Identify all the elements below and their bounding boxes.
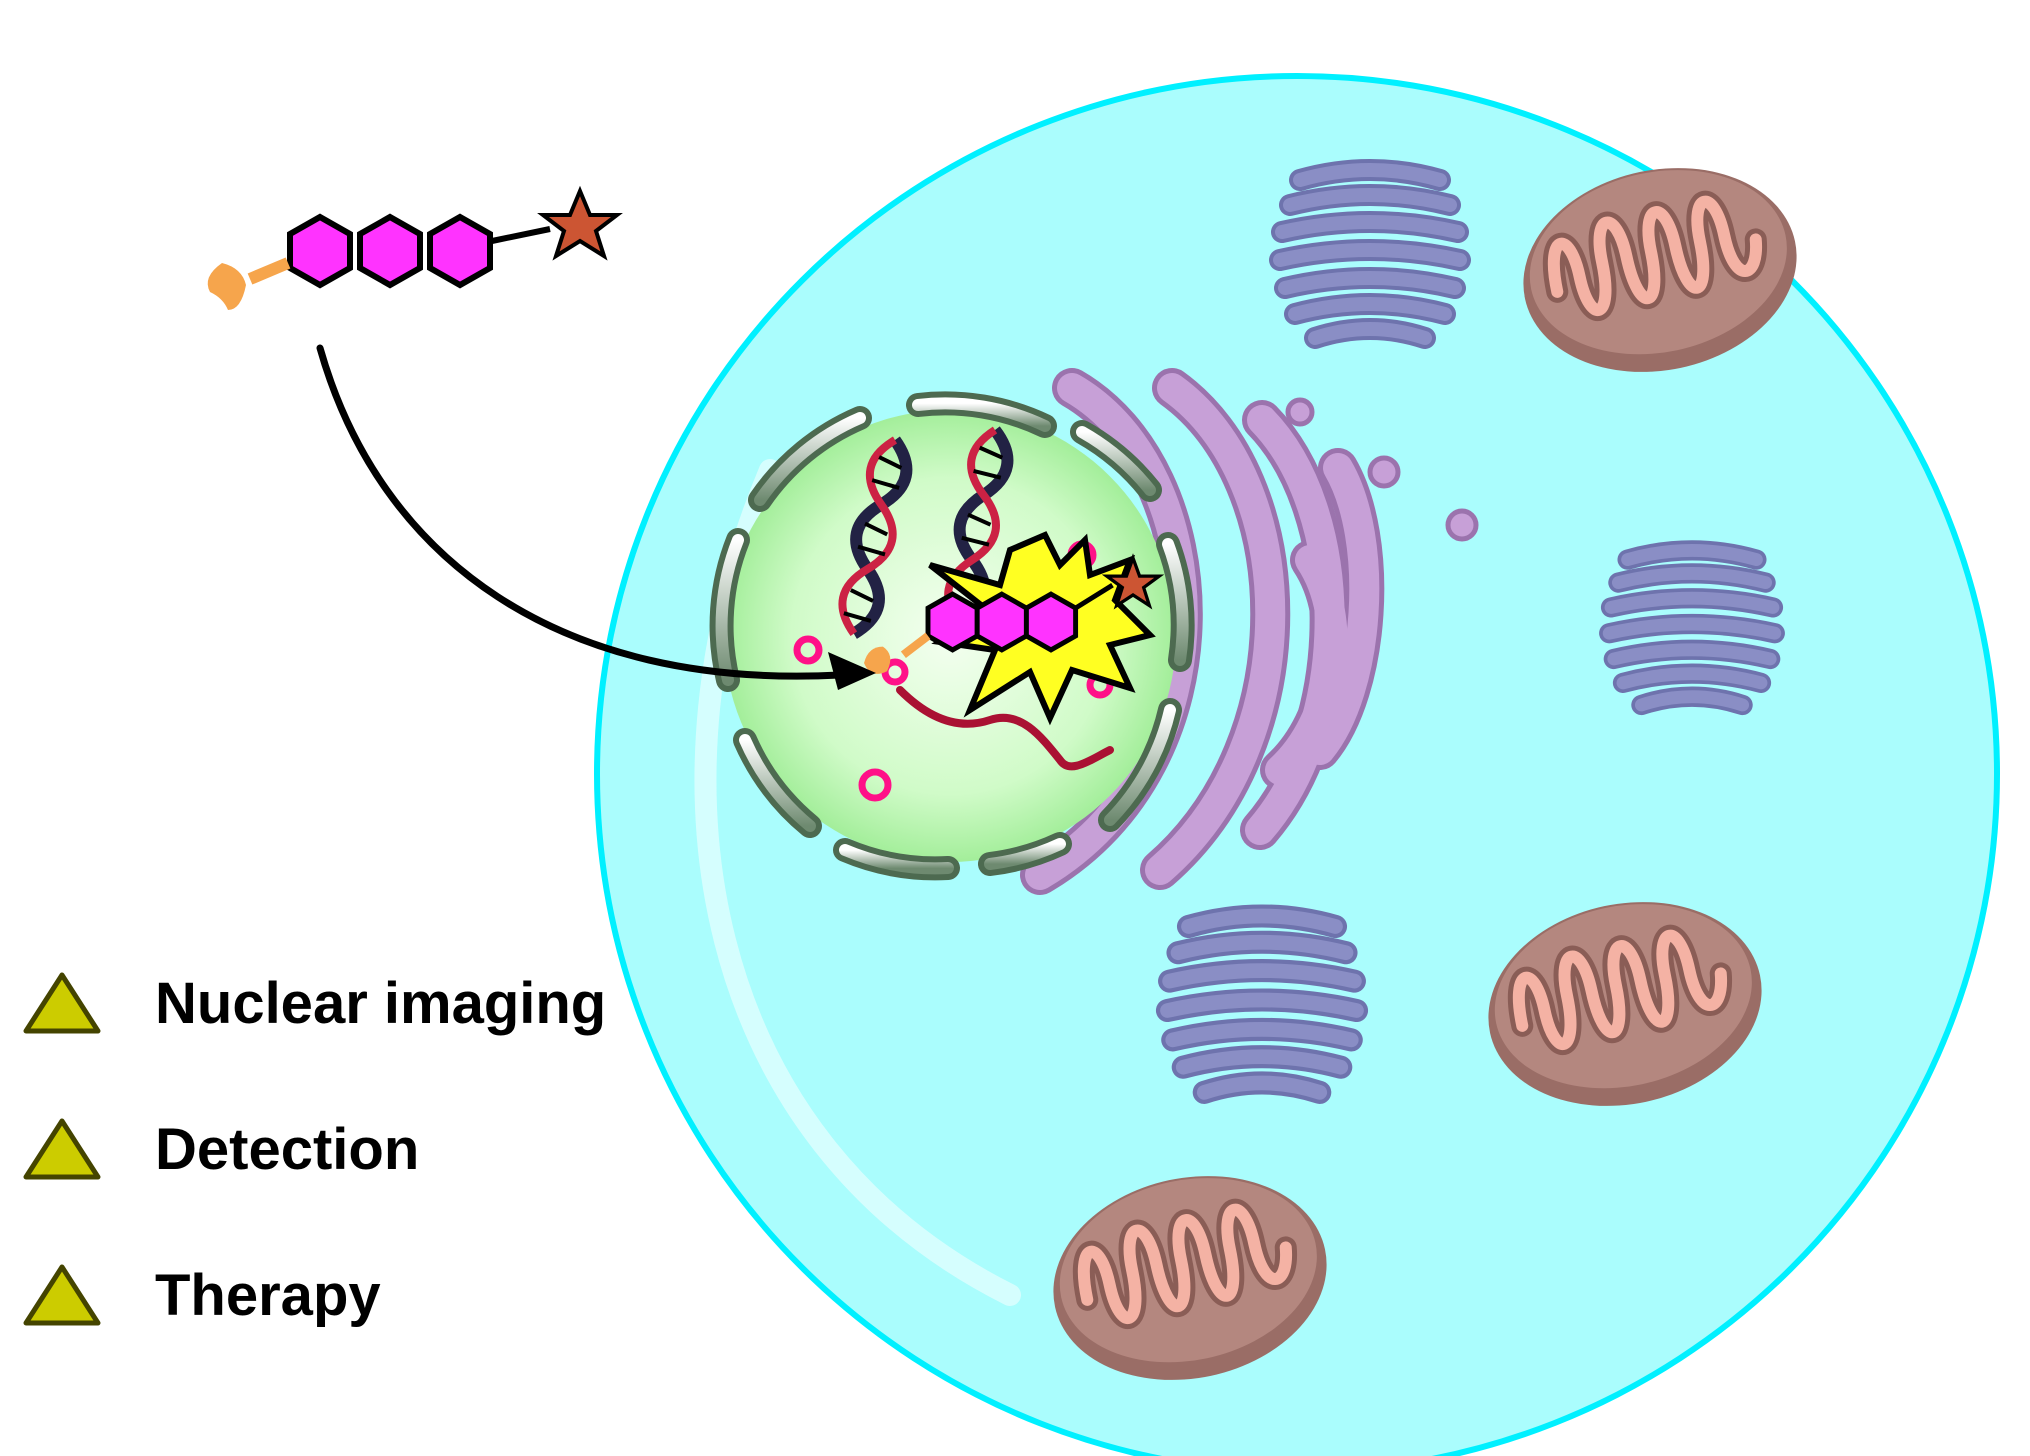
uptake-arrow (316, 344, 876, 690)
rna-strand (896, 686, 1114, 771)
legend-item: Nuclear imaging (22, 930, 606, 1076)
triangle-bullet-icon (23, 1264, 101, 1326)
legend-label-nuclear-imaging: Nuclear imaging (155, 970, 607, 1036)
legend-item: Therapy (22, 1222, 606, 1368)
legend-label-detection: Detection (155, 1116, 420, 1182)
nucleus (709, 391, 1195, 881)
legend: Nuclear imaging Detection Therapy (22, 930, 606, 1368)
legend-label-therapy: Therapy (155, 1262, 381, 1328)
triangle-bullet-icon (23, 972, 101, 1034)
nuclear-envelope (709, 391, 1195, 881)
triangle-bullet-icon (23, 1118, 101, 1180)
bound-probe-icon (864, 553, 1165, 674)
fluorescent-probe-icon (207, 185, 623, 310)
legend-item: Detection (22, 1076, 606, 1222)
